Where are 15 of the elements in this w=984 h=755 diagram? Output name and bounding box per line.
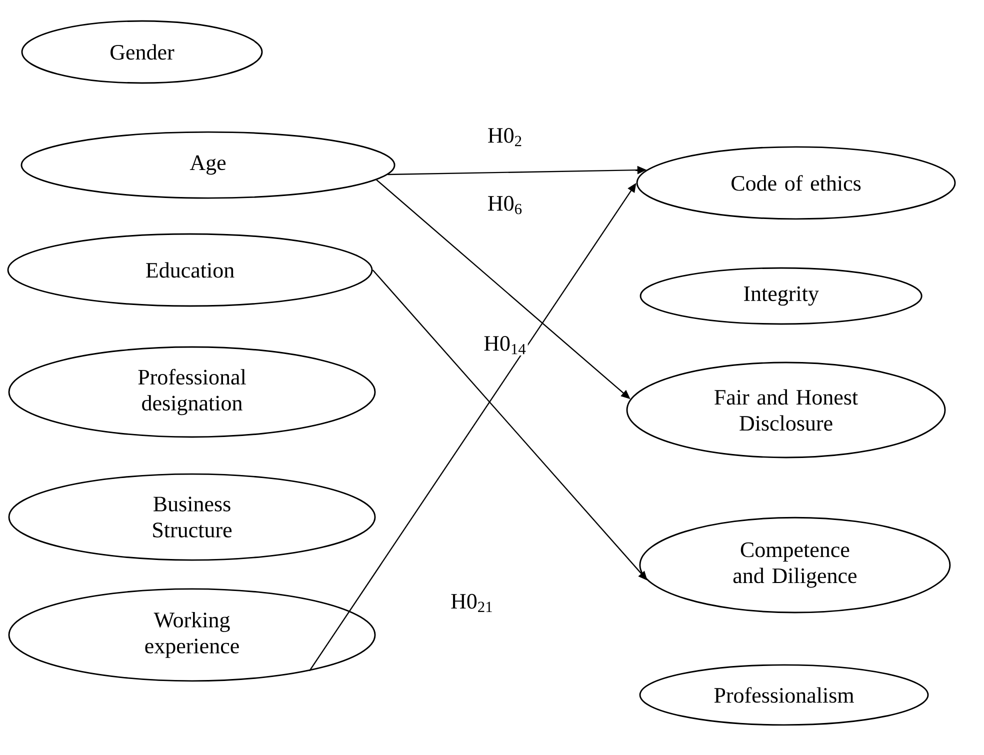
ellipse-node: Code of ethics [636,146,956,220]
edge-label: H0$_{14}$ [482,334,528,356]
ellipse-node: Professional designation [8,346,376,438]
ellipse-node: Professionalism [639,664,929,726]
ellipse-node: Working experience [8,588,376,682]
ellipse-node: Education [7,233,373,307]
edge-label: H0$_{6}$ [486,194,524,216]
ellipse-node: Integrity [640,267,922,325]
ellipse-node: Gender [21,20,263,84]
ellipse-node: Fair and Honest Disclosure [626,362,946,458]
edge-label: H0$_{21}$ [449,592,495,614]
ellipse-node: Business Structure [8,473,376,561]
ellipse-node: Age [20,131,396,199]
edge-label: H0$_{2}$ [486,126,524,148]
ellipse-node: Competence and Diligence [639,516,951,614]
